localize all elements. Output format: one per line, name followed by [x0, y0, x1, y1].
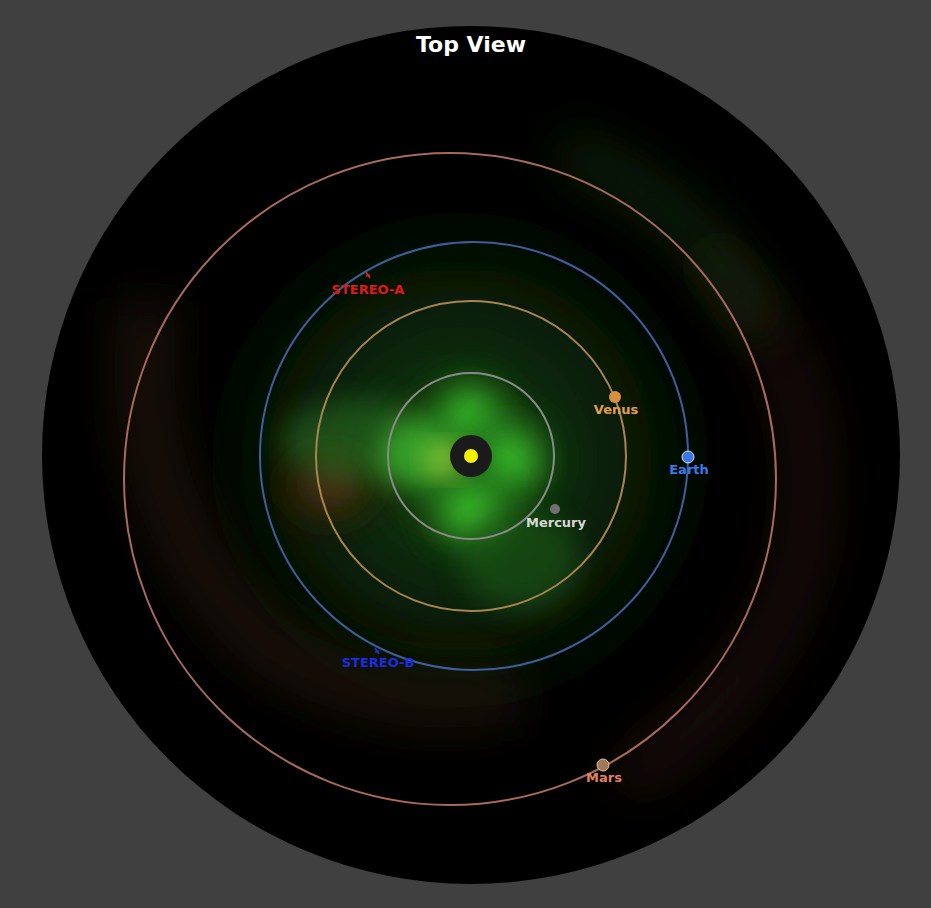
planet-label: Earth: [669, 463, 709, 476]
planet-label: Mars: [586, 771, 622, 784]
inner-boundary: [450, 435, 492, 477]
earth-planet: [682, 451, 694, 463]
venus-planet: [609, 391, 621, 403]
stereo-b-marker: [375, 648, 379, 654]
mercury-planet: [550, 504, 560, 514]
planet-label: Venus: [594, 403, 638, 416]
venus-orbit: [316, 301, 626, 611]
mars-orbit: [124, 153, 776, 805]
earth-orbit: [260, 242, 688, 670]
mercury-orbit: [388, 373, 554, 539]
spacecraft-label: STEREO-B: [342, 656, 415, 669]
planet-label: Mercury: [526, 516, 586, 529]
stereo-a-marker: [366, 272, 370, 278]
view-title: Top View: [416, 34, 526, 56]
spacecraft-label: STEREO-A: [332, 283, 405, 296]
mars-planet: [597, 759, 609, 771]
sky-disk: [42, 26, 900, 884]
sun: [464, 449, 478, 463]
